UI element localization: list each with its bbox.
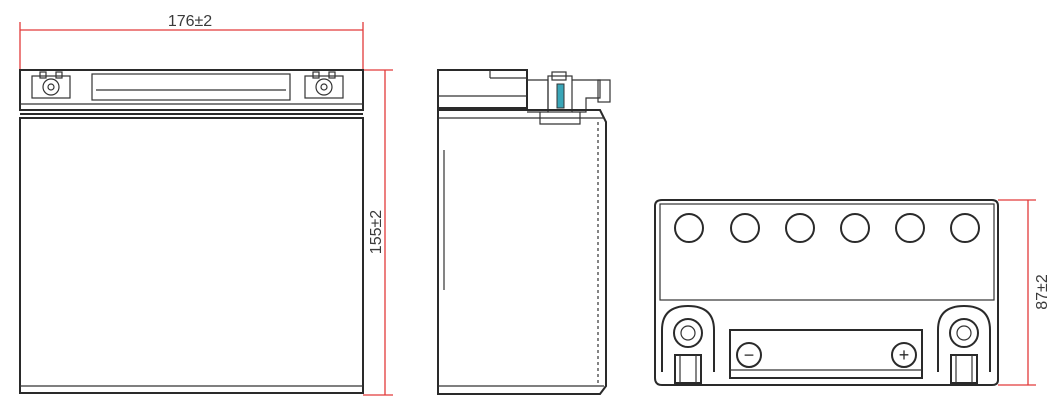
front-view: 176±2 155±2 [19, 13, 393, 396]
negative-symbol-icon: − [736, 342, 762, 368]
vent-cap-icon [950, 213, 980, 243]
vent-cap-icon [895, 213, 925, 243]
positive-symbol-icon: + [891, 342, 917, 368]
front-terminal-left-icon [31, 71, 71, 99]
top-label-panel [729, 329, 923, 379]
top-view: 87±2 [654, 199, 1051, 386]
positive-symbol: + [899, 345, 910, 365]
top-outline [654, 199, 999, 386]
top-terminal-left-icon [661, 304, 715, 384]
depth-dimension: 87±2 [998, 199, 1051, 386]
side-view [437, 69, 611, 395]
side-body [437, 109, 607, 395]
width-label: 176±2 [168, 13, 212, 30]
vent-cap-icon [674, 213, 704, 243]
width-dimension: 176±2 [19, 13, 364, 70]
depth-label: 87±2 [1034, 274, 1051, 310]
front-body [19, 117, 364, 394]
negative-symbol: − [744, 345, 755, 365]
side-terminal-icon [527, 71, 611, 125]
top-terminal-right-icon [937, 304, 991, 384]
vent-cap-icon [840, 213, 870, 243]
lid-center-panel [91, 73, 291, 101]
vent-caps [674, 213, 980, 243]
height-dimension: 155±2 [363, 69, 393, 396]
side-lid [437, 69, 528, 109]
top-vent-strip [659, 203, 995, 301]
front-lid [19, 69, 364, 111]
front-terminal-right-icon [304, 71, 344, 99]
vent-cap-icon [730, 213, 760, 243]
vent-cap-icon [785, 213, 815, 243]
height-label: 155±2 [368, 210, 385, 254]
